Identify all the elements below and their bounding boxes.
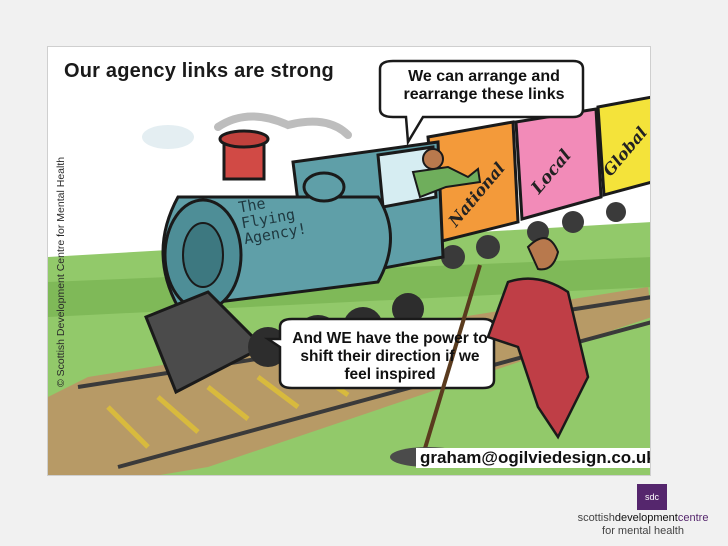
cartoon-image: Our agency links are strong We can arran… bbox=[47, 46, 651, 476]
copyright-notice: © Scottish Development Centre for Mental… bbox=[55, 156, 67, 387]
sdc-wordmark: scottishdevelopmentcentre for mental hea… bbox=[560, 512, 726, 537]
cartoon-illustration bbox=[48, 47, 650, 475]
sdc-wordmark-line-1: scottishdevelopmentcentre bbox=[560, 512, 726, 525]
email-address: graham@ogilviedesign.co.uk bbox=[416, 448, 650, 468]
train-cars bbox=[426, 95, 650, 269]
cartoon-title: Our agency links are strong bbox=[64, 60, 334, 82]
wordmark-development: development bbox=[614, 512, 678, 524]
sdc-wordmark-line-2: for mental health bbox=[602, 524, 684, 537]
speech-bubble-top: We can arrange and rearrange these links bbox=[403, 68, 565, 104]
wordmark-centre: centre bbox=[677, 512, 709, 524]
speech-bubble-bottom: And WE have the power to shift their dir… bbox=[292, 330, 488, 383]
sdc-logo-text: sdc bbox=[644, 492, 659, 502]
wordmark-scottish: scottish bbox=[577, 512, 615, 524]
sdc-logo: sdc bbox=[637, 484, 667, 510]
train-driver bbox=[411, 148, 482, 199]
